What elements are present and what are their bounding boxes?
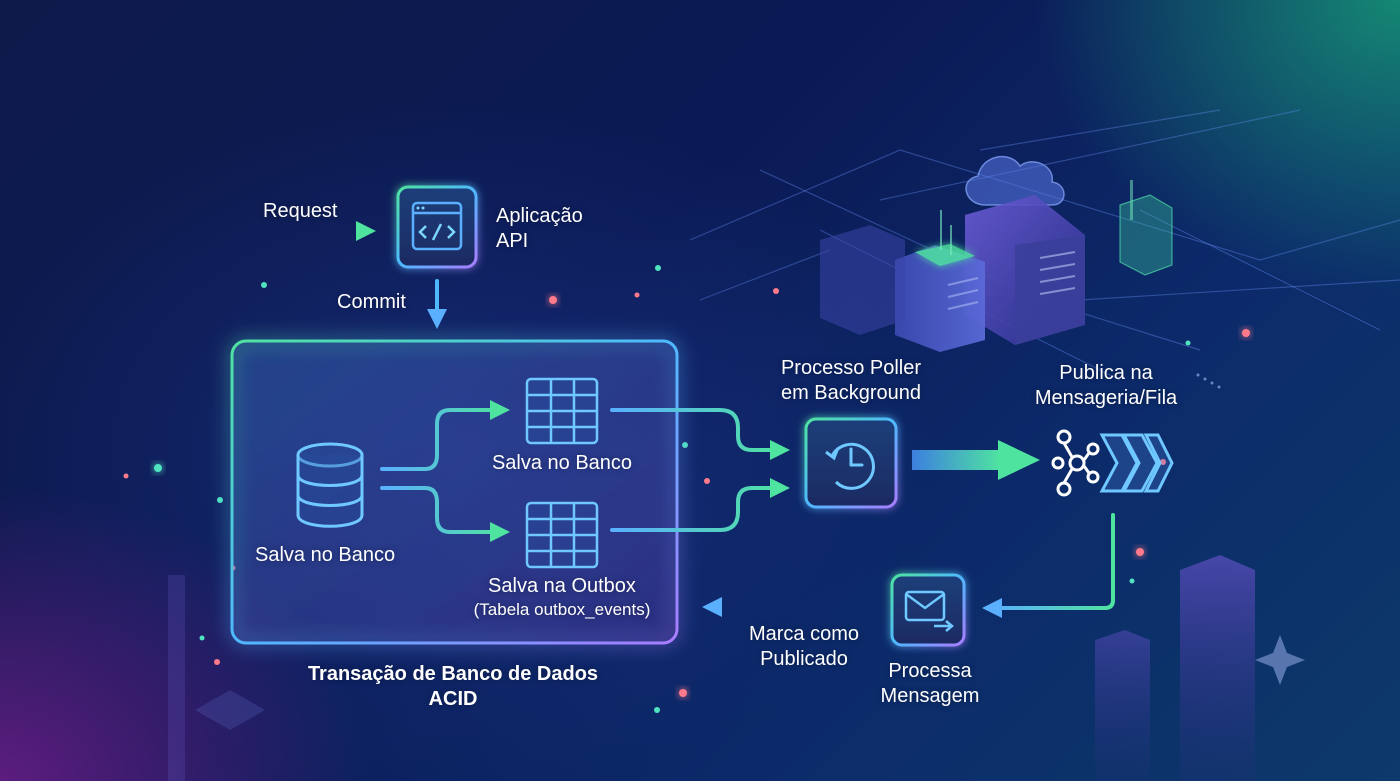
publish-label-line2: Mensageria/Fila [1034,387,1178,409]
chevron-queue-icon [1099,433,1174,493]
mark-published-label: Marca como Publicado [749,622,859,672]
arrow-db-to-table-top [380,400,510,471]
app-label-line2: API [496,230,529,252]
poller-label-line1: Processo Poller [780,357,922,379]
process-label-line1: Processa [888,660,972,682]
commit-label: Commit [337,291,406,313]
poller-label-line2: em Background [780,382,922,404]
table-top-label: Salva no Banco [491,452,633,474]
arrow-broker-to-process [982,513,1115,618]
table-bottom-label: Salva na Outbox (Tabela outbox_events) [474,574,651,621]
transaction-caption-line1: Transação de Banco de Dados [307,663,599,685]
db-label: Salva no Banco [255,544,396,566]
publish-label: Publica na Mensageria/Fila [1035,361,1177,411]
transaction-caption-line2: ACID [428,688,478,710]
arrow-table-top-to-poller [610,408,790,460]
mark-published-line1: Marca como [748,623,860,645]
publish-arrow [912,440,1040,480]
database-icon [296,442,364,528]
poller-label: Processo Poller em Background [781,356,921,406]
decorative-dots [1196,373,1221,389]
table-bottom-label-line1: Salva na Outbox [488,575,636,597]
table-icon-top [525,377,599,445]
api-icon [396,185,478,269]
process-label-line2: Mensagem [880,685,980,707]
app-label-line1: Aplicação [496,205,583,227]
transaction-caption: Transação de Banco de Dados ACID [308,662,598,712]
mark-published-line2: Publicado [760,648,848,670]
decorative-pillars [168,555,1305,781]
process-label: Processa Mensagem [881,659,980,709]
publish-label-line1: Publica na [1059,362,1153,384]
envelope-icon [890,573,966,647]
table-icon-bottom [525,501,599,569]
request-label: Request [263,200,338,222]
message-broker-icon [1051,429,1100,497]
server-buildings-illustration [820,155,1173,352]
clock-icon [804,417,898,509]
arrow-table-bottom-to-poller [610,478,790,532]
table-bottom-sublabel: (Tabela outbox_events) [473,600,651,619]
app-label: Aplicação API [496,204,583,254]
arrow-db-to-table-bottom [380,486,510,542]
